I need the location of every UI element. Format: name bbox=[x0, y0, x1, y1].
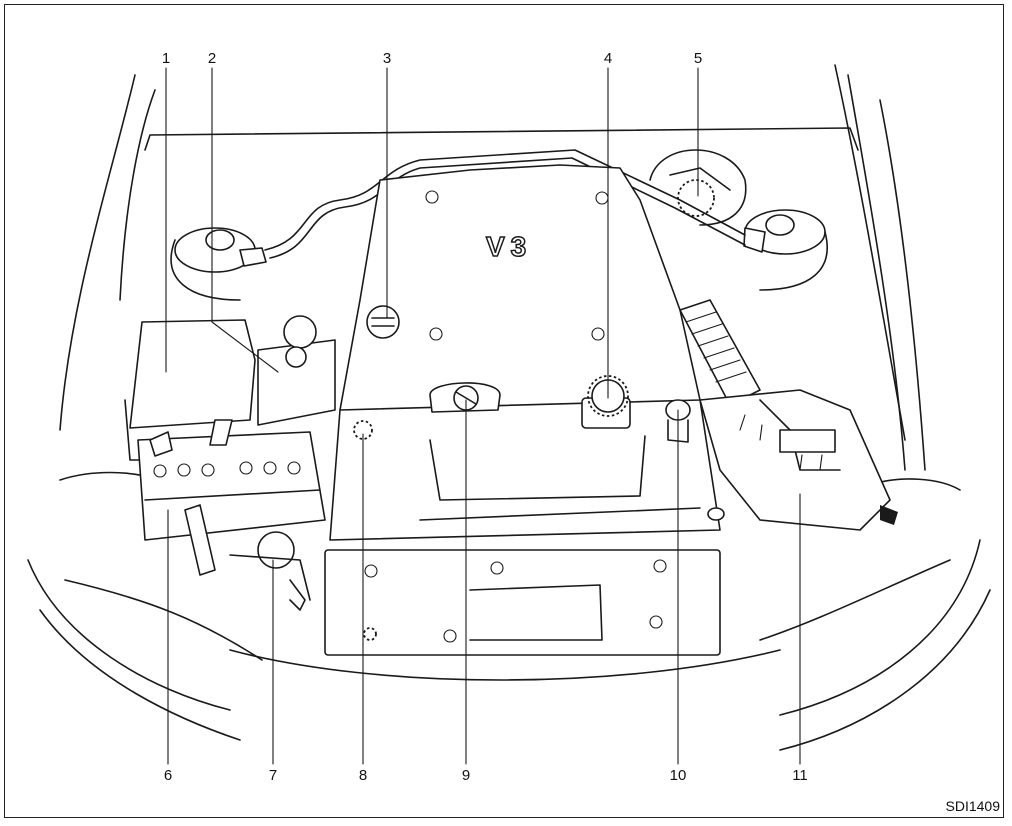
radiator-support-right bbox=[759, 559, 951, 641]
wire-harness bbox=[264, 149, 746, 251]
callout-10: 10 bbox=[669, 767, 687, 784]
callout-7: 7 bbox=[268, 767, 278, 784]
leader-lines bbox=[165, 67, 801, 765]
callout-11: 11 bbox=[792, 767, 808, 784]
callout-4: 4 bbox=[603, 50, 613, 67]
radiator-cap bbox=[229, 531, 311, 601]
intake-plenum bbox=[324, 399, 721, 656]
right-strut-tower bbox=[743, 209, 828, 291]
engine-badge: V3 bbox=[486, 231, 532, 262]
washer-tank bbox=[257, 315, 336, 426]
brake-fluid-reservoir bbox=[677, 179, 715, 217]
engine-cover: V3 bbox=[339, 164, 701, 411]
callout-8: 8 bbox=[358, 767, 368, 784]
air-cleaner-box bbox=[699, 389, 898, 531]
fuse-box bbox=[124, 319, 256, 461]
left-strut-tower bbox=[170, 227, 267, 301]
callout-3: 3 bbox=[382, 50, 392, 67]
radiator-support-left bbox=[64, 579, 263, 661]
air-intake-duct bbox=[679, 299, 761, 406]
figure-frame bbox=[4, 4, 1004, 818]
callout-5: 5 bbox=[693, 50, 703, 67]
oil-filler-cap bbox=[429, 382, 501, 413]
figure-code: SDI1409 bbox=[945, 798, 1000, 814]
callout-9: 9 bbox=[461, 767, 471, 784]
brake-booster bbox=[649, 149, 747, 226]
callout-1: 1 bbox=[161, 50, 171, 67]
callout-6: 6 bbox=[163, 767, 173, 784]
drive-belt-location bbox=[353, 420, 373, 440]
callout-2: 2 bbox=[207, 50, 217, 67]
battery bbox=[137, 419, 326, 576]
